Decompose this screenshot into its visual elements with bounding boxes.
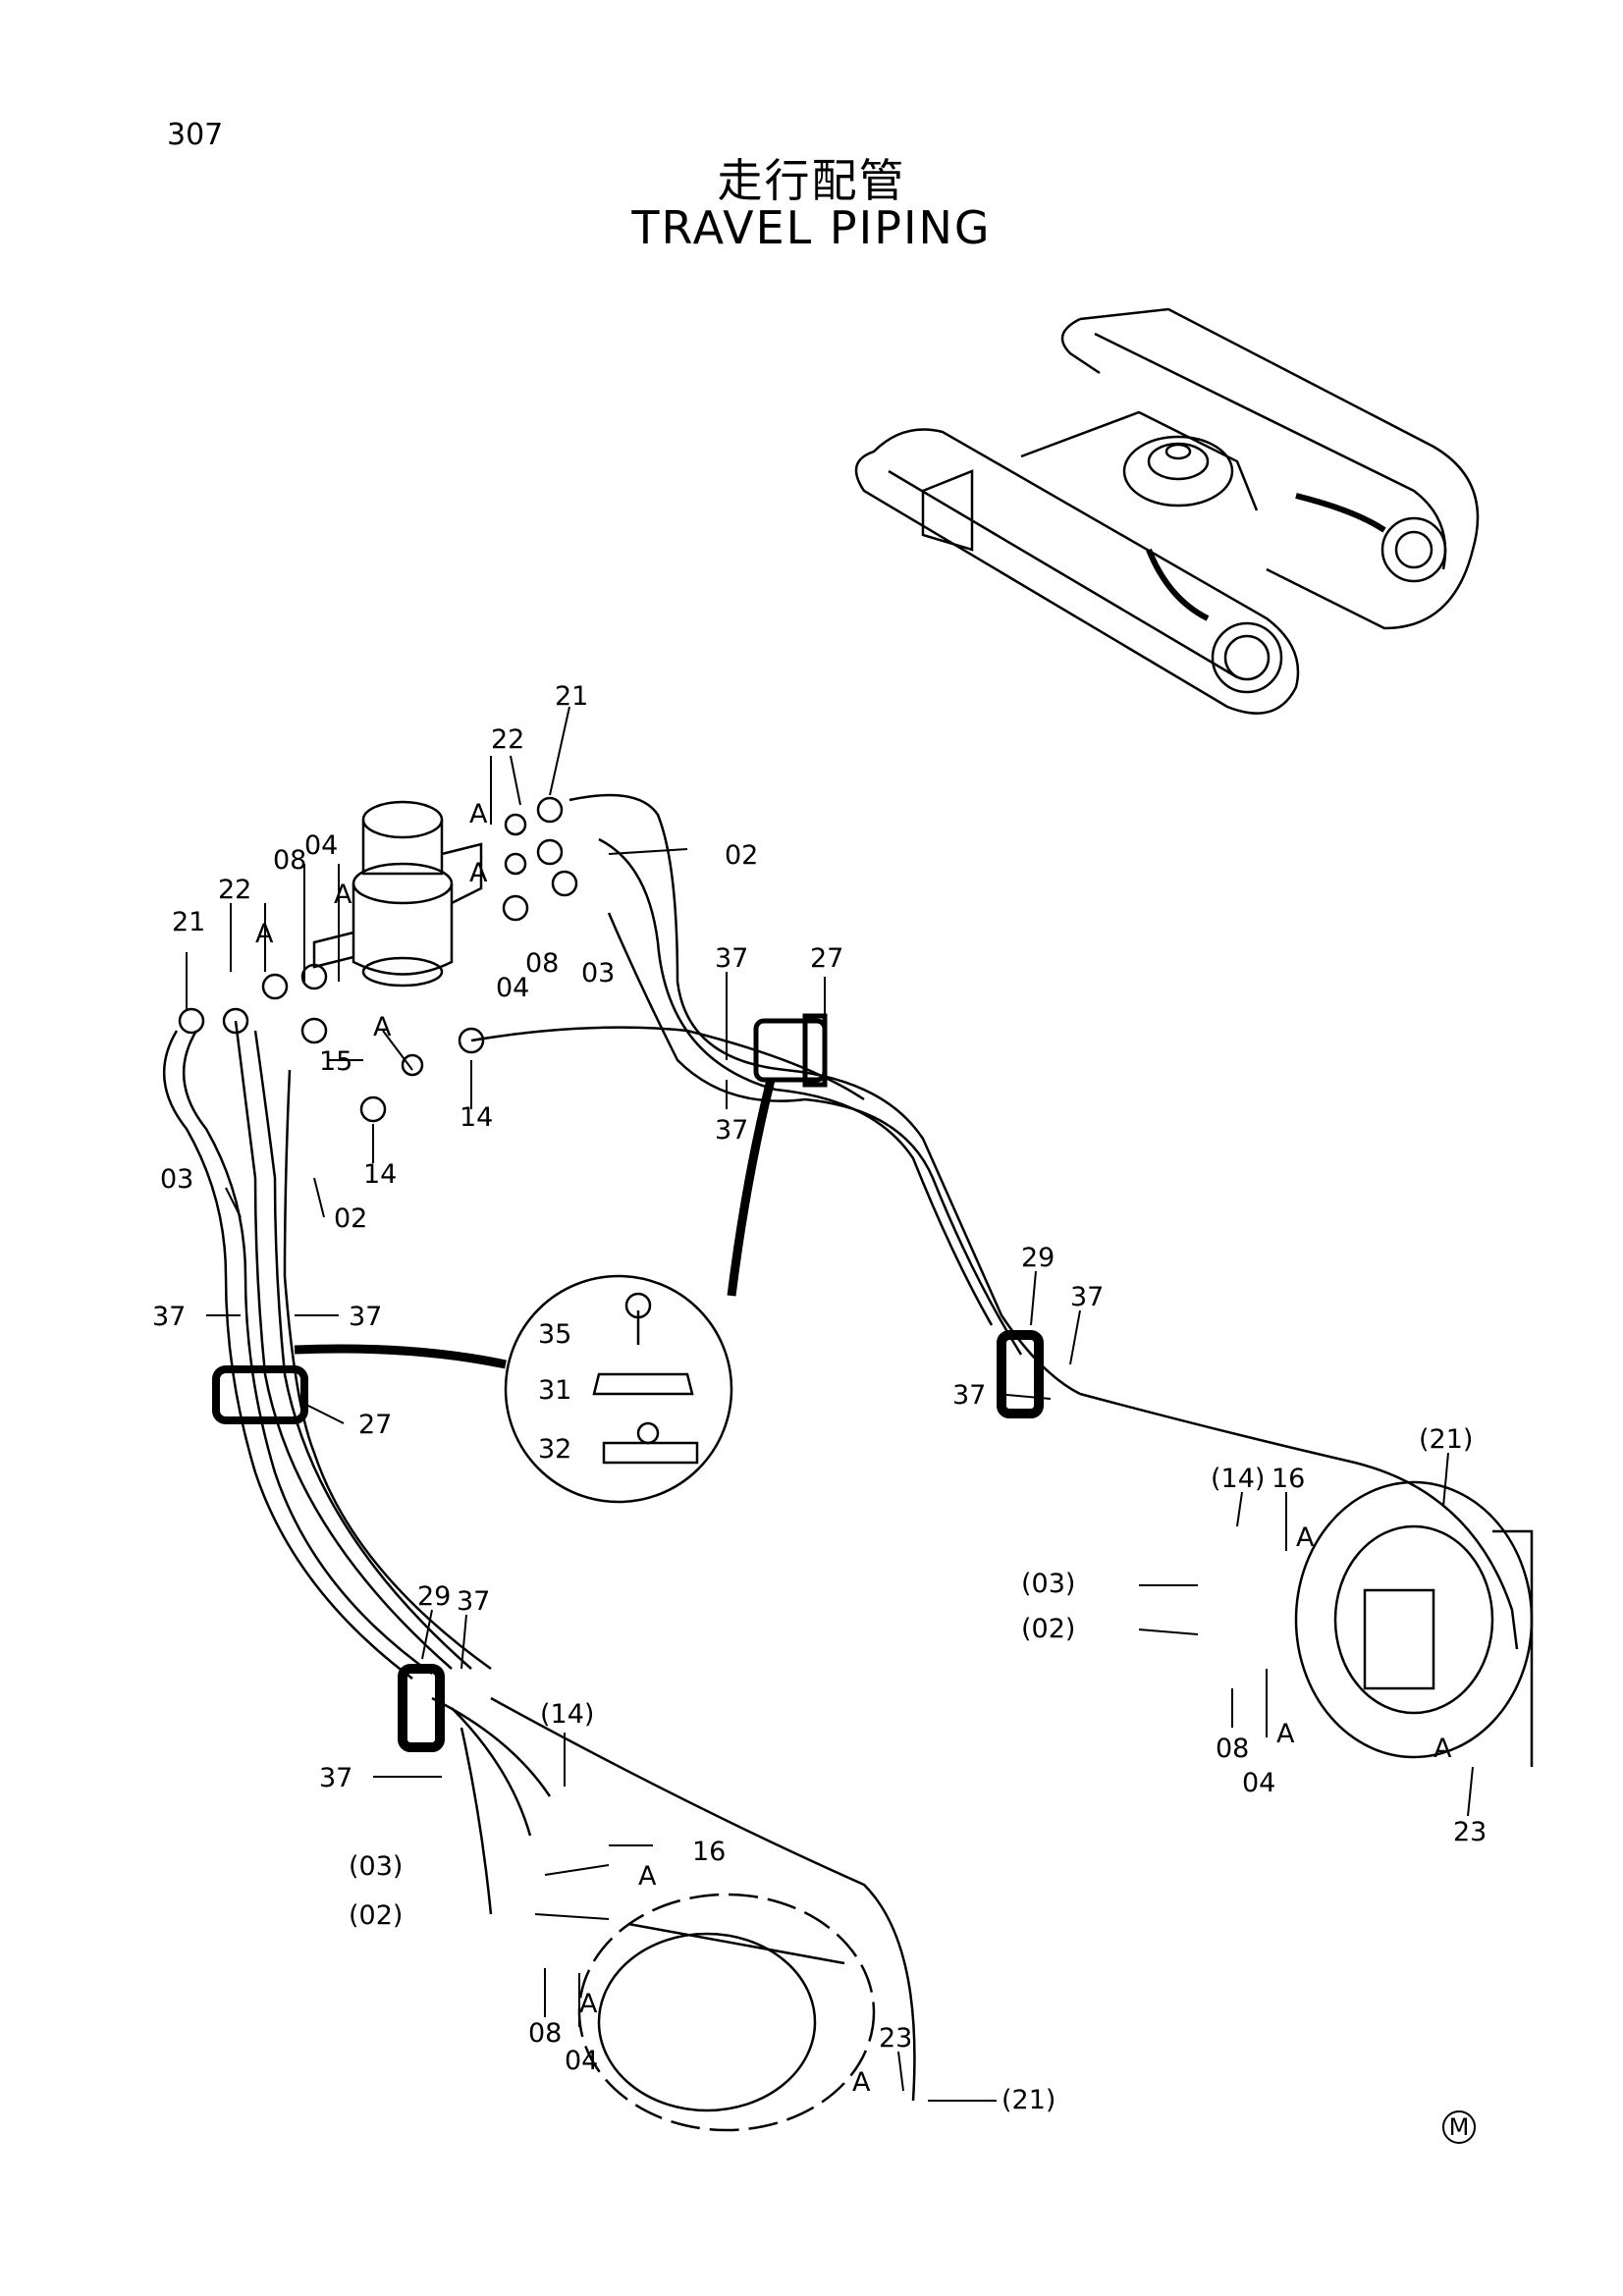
label-A-10: A <box>579 1989 598 2019</box>
label-14-a: 14 <box>460 1102 493 1133</box>
label-31: 31 <box>538 1375 571 1406</box>
label-A-8: A <box>1434 1734 1452 1764</box>
label-37-f: 37 <box>952 1380 986 1411</box>
label-08-d: 08 <box>528 2018 562 2049</box>
label-23-a: 23 <box>1453 1817 1487 1847</box>
label-15: 15 <box>319 1046 352 1077</box>
label-03-a: 03 <box>581 958 615 988</box>
bottom-sprocket <box>577 1893 876 2132</box>
callout-labels: 21 22 A 02 A 08 03 04 37 27 37 08 04 A 2… <box>152 681 1487 2115</box>
label-37-h: 37 <box>319 1763 352 1793</box>
label-04-b: 04 <box>304 830 338 861</box>
label-23-b: 23 <box>879 2023 912 2054</box>
label-29-b: 29 <box>417 1581 451 1612</box>
right-travel-motor <box>1294 1480 1534 1767</box>
label-A-1: A <box>469 799 488 829</box>
label-02-top: 02 <box>725 840 758 871</box>
label-A-5: A <box>373 1012 392 1042</box>
page-number: 307 <box>167 118 224 152</box>
hose-bundle-right <box>470 793 1519 1650</box>
label-16-b: 16 <box>692 1837 726 1867</box>
label-37-e: 37 <box>1070 1282 1104 1312</box>
label-A-11: A <box>852 2067 871 2098</box>
label-p14-a: (14) <box>1211 1464 1265 1494</box>
label-04-d: 04 <box>565 2046 598 2076</box>
label-08-a: 08 <box>525 948 559 979</box>
label-p21-a: (21) <box>1419 1424 1473 1455</box>
label-37-d: 37 <box>349 1302 382 1332</box>
label-A-6: A <box>1296 1522 1315 1553</box>
label-27-a: 27 <box>810 943 843 974</box>
clamp-rings <box>212 1013 1044 1752</box>
label-32: 32 <box>538 1434 571 1465</box>
label-37-g: 37 <box>457 1586 490 1617</box>
hose-bundle-bottom <box>431 1696 916 2102</box>
label-A-9: A <box>638 1861 657 1892</box>
label-p03-b: (03) <box>349 1851 403 1882</box>
clamp-detail-inset <box>294 1078 776 1504</box>
label-37-a: 37 <box>715 943 748 974</box>
label-37-c: 37 <box>152 1302 186 1332</box>
label-p03-a: (03) <box>1021 1569 1075 1599</box>
label-35: 35 <box>538 1319 571 1350</box>
label-21-b: 21 <box>172 907 205 937</box>
label-p02-a: (02) <box>1021 1614 1075 1644</box>
title-japanese: 走行配管 <box>717 154 906 207</box>
undercarriage-overview <box>854 307 1480 715</box>
label-27-b: 27 <box>358 1410 392 1440</box>
label-A-2: A <box>469 858 488 888</box>
label-22-top: 22 <box>491 724 524 755</box>
fittings-center <box>178 796 578 1123</box>
label-37-b: 37 <box>715 1115 748 1146</box>
label-21-top: 21 <box>555 681 588 712</box>
label-08-b: 08 <box>273 845 306 876</box>
label-A-3: A <box>334 880 352 910</box>
label-A-7: A <box>1276 1719 1295 1749</box>
label-16-a: 16 <box>1271 1464 1305 1494</box>
label-p14-b: (14) <box>540 1699 594 1730</box>
label-04-a: 04 <box>496 973 529 1003</box>
label-04-c: 04 <box>1242 1768 1275 1798</box>
label-p02-b: (02) <box>349 1900 403 1931</box>
label-22-b: 22 <box>218 875 251 905</box>
label-14-b: 14 <box>363 1159 397 1190</box>
label-03-b: 03 <box>160 1164 193 1195</box>
label-29-a: 29 <box>1021 1243 1055 1273</box>
title-english: TRAVEL PIPING <box>631 201 992 254</box>
label-02-b: 02 <box>334 1203 367 1234</box>
mark-symbol: M <box>1442 2110 1476 2144</box>
center-joint <box>312 800 483 988</box>
label-08-c: 08 <box>1216 1734 1249 1764</box>
label-p21-b: (21) <box>1001 2085 1055 2115</box>
label-A-4: A <box>255 919 274 949</box>
